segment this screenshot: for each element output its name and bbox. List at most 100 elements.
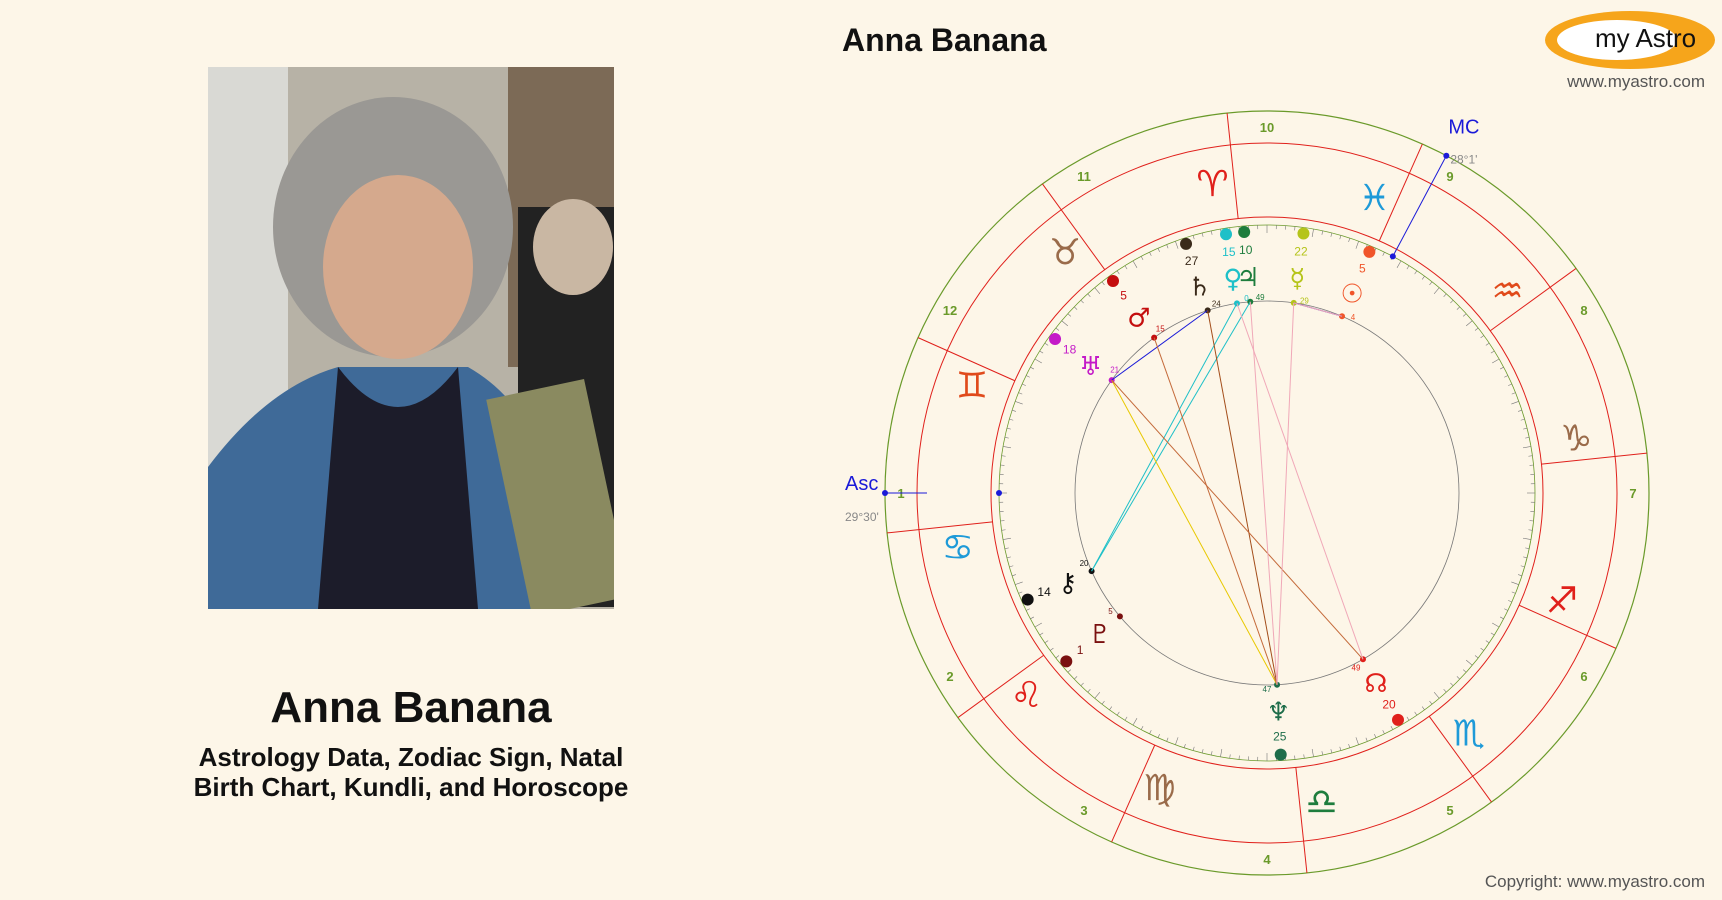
degree-tick [1132,260,1138,268]
degree-tick [1365,737,1368,742]
degree-tick [1396,260,1402,268]
degree-tick [1330,232,1333,237]
degree-tick [1210,230,1213,235]
mc-line [1392,155,1447,257]
house-number: 8 [1580,303,1587,318]
degree-tick [1183,743,1186,748]
house-divider [1428,715,1492,803]
aspect-line [1091,301,1251,572]
mc-degree: 28°1' [1450,153,1477,167]
degree-tick [1025,608,1030,611]
degree-tick [1492,358,1500,364]
degree-tick [1229,754,1231,759]
person-photo [208,67,614,609]
degree-tick [1523,556,1528,559]
house-number: 3 [1080,803,1087,818]
myastro-logo[interactable]: my Astro [1545,11,1715,69]
planet-venus-aspect-point [1233,300,1240,307]
degree-tick [1528,455,1533,457]
degree-tick [1039,632,1044,636]
site-url[interactable]: www.myastro.com [1567,72,1705,91]
degree-tick [1124,716,1128,721]
degree-tick [1456,306,1460,310]
copyright: Copyright: www.myastro.com [1484,872,1705,891]
degree-tick [1382,730,1385,735]
degree-tick [1067,669,1072,673]
degree-tick [1462,313,1467,317]
planet-node-marker [1392,713,1404,726]
planet-mercury-icon: ☿ [1289,264,1305,294]
degree-tick [1018,392,1023,395]
house-number: 2 [946,669,953,684]
degree-tick [1508,600,1512,603]
degree-tick [1192,746,1195,751]
house-number: 6 [1580,669,1587,684]
aspect-line [1276,302,1295,685]
planet-uranus-degree: 18 [1063,343,1077,357]
degree-tick [1220,748,1223,757]
planet-venus-marker [1220,228,1233,241]
degree-tick [1124,265,1128,270]
house-divider [1295,767,1308,873]
degree-tick [1039,350,1044,354]
degree-tick [1414,270,1418,275]
degree-tick [1311,748,1314,757]
degree-tick [1061,320,1069,327]
degree-tick [1055,327,1060,331]
house-number: 4 [1263,852,1271,867]
degree-tick [1492,622,1500,628]
degree-tick [1009,418,1014,421]
degree-tick [1055,655,1060,659]
sign-virgo-icon: ♍ [1143,768,1175,809]
asc-degree: 29°30' [845,510,879,524]
planet-saturn-icon: ♄ [1188,273,1211,303]
natal-chart: ♈♉♊♋♌♍♎♏♐♑♒♓123456789101112Asc29°30'MC28… [845,110,1650,876]
house-divider [917,337,1016,382]
house-divider [1541,452,1647,465]
house-divider [1518,604,1617,649]
planet-neptune-marker [1274,748,1287,761]
degree-tick [1390,725,1394,730]
degree-tick [1321,751,1324,756]
planet-pluto-marker [1060,655,1073,668]
degree-tick [1480,647,1484,651]
sign-aries-icon: ♈ [1196,164,1228,205]
degree-tick [1517,574,1522,577]
degree-tick [1101,281,1105,286]
planet-venus-icon: ♀ [1223,265,1242,295]
aspect-line [1153,337,1278,685]
sign-capricorn-icon: ♑ [1560,418,1592,459]
degree-tick [1149,730,1152,735]
planet-saturn-marker [1180,237,1193,250]
planet-chiron-icon: ⚷ [1058,569,1077,599]
degree-tick [1034,622,1042,628]
house-number: 10 [1260,120,1274,135]
degree-tick [1012,409,1017,412]
sign-cancer-icon: ♋ [942,528,974,569]
degree-tick [1429,700,1433,705]
degree-tick [1044,342,1049,346]
degree-tick [1140,725,1144,730]
degree-tick [1004,436,1009,439]
house-number: 11 [1077,169,1091,184]
degree-tick [1450,682,1454,686]
asc-dot [882,490,888,496]
degree-tick [1175,241,1179,249]
planet-node-minutes: 49 [1352,664,1361,673]
planet-mercury-marker [1297,227,1310,240]
planet-venus-degree: 15 [1222,245,1236,259]
degree-tick [1030,616,1035,620]
mc-dot [1443,152,1450,159]
house-divider [1111,744,1156,843]
degree-tick [1522,537,1531,540]
degree-tick [1087,293,1091,298]
planet-mars-marker [1107,275,1120,288]
degree-tick [1511,392,1516,395]
degree-tick [1080,682,1084,686]
planet-venus-minutes: 0 [1244,294,1249,303]
planet-pluto-icon: ♇ [1088,620,1111,650]
degree-tick [1355,241,1359,249]
degree-tick [1485,640,1490,644]
degree-tick [1465,659,1473,666]
degree-tick [1528,529,1533,531]
